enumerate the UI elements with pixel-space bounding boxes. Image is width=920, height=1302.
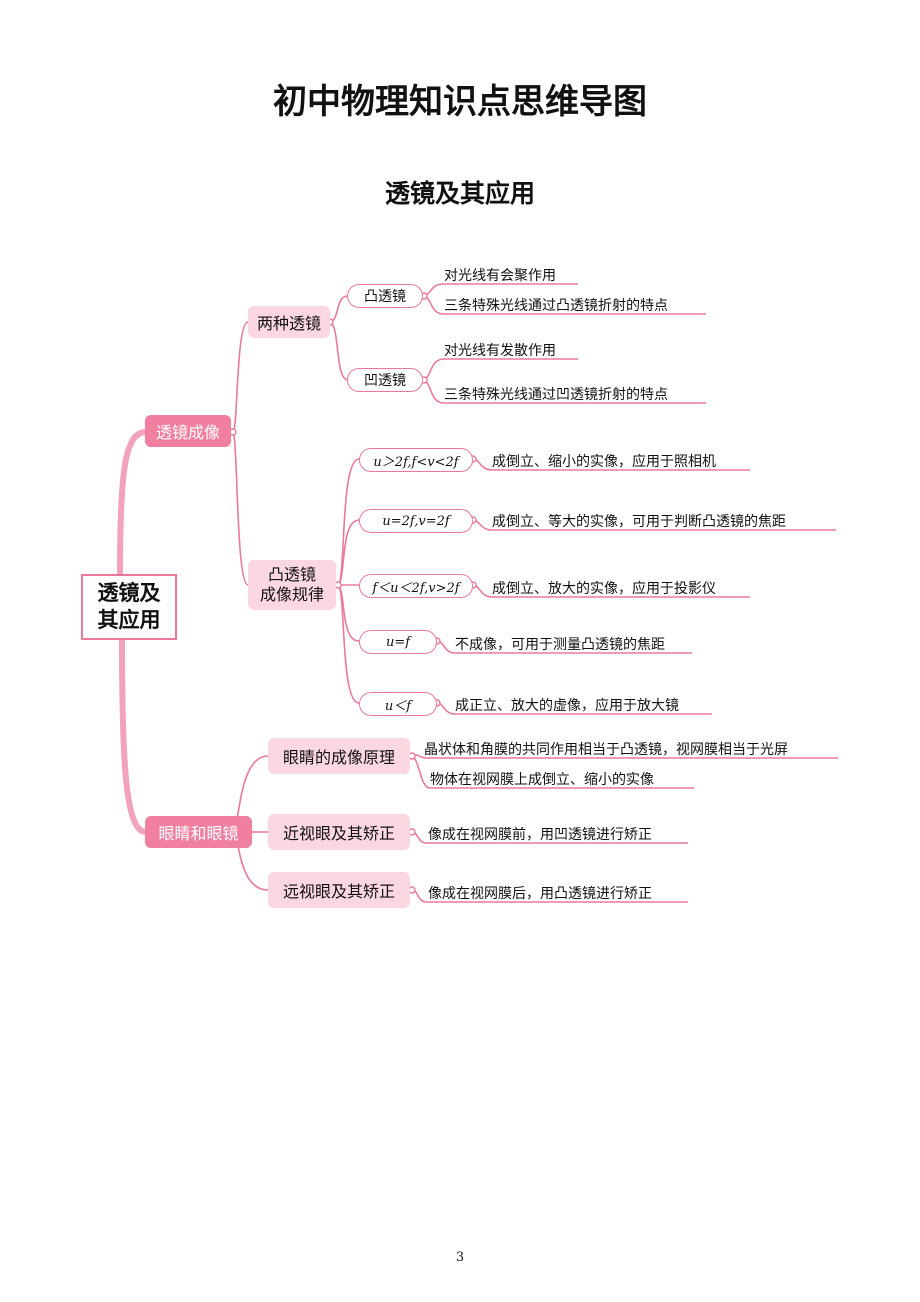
leaf-convex-rays: 三条特殊光线通过凸透镜折射的特点 xyxy=(444,298,668,314)
connector-rules-5 xyxy=(337,584,360,704)
leaf-hyperopia: 像成在视网膜后，用凸透镜进行矫正 xyxy=(428,886,652,902)
node-convex-rules: 凸透镜 成像规律 xyxy=(248,560,336,610)
leaf-convex-converge: 对光线有会聚作用 xyxy=(444,268,556,284)
section-title: 透镜及其应用 xyxy=(384,179,535,208)
connector-center-eyes xyxy=(119,635,147,835)
result-4: 不成像，可用于测量凸透镜的焦距 xyxy=(455,637,665,653)
cond-3: f＜u＜2f,v>2f xyxy=(359,574,473,598)
node-two-lenses: 两种透镜 xyxy=(248,306,330,338)
node-convex-lens: 凸透镜 xyxy=(347,284,423,308)
cond-2: u=2f,v=2f xyxy=(359,509,473,533)
result-3: 成倒立、放大的实像，应用于投影仪 xyxy=(492,581,716,597)
connector-two-convex xyxy=(329,295,349,323)
branch-eyes: 眼睛和眼镜 xyxy=(145,816,252,848)
cond-1: u＞2f,f<v<2f xyxy=(359,448,473,472)
node-eye-principle: 眼睛的成像原理 xyxy=(268,738,410,774)
node-concave-lens: 凹透镜 xyxy=(347,368,423,392)
connector-concave-leaf1 xyxy=(423,358,578,381)
center-line-2: 其应用 xyxy=(97,608,161,632)
center-line-1: 透镜及 xyxy=(97,581,161,605)
connector-imaging-two xyxy=(232,321,249,433)
rules-line-2: 成像规律 xyxy=(259,585,324,604)
connector-two-concave xyxy=(329,321,349,381)
node-myopia: 近视眼及其矫正 xyxy=(268,814,410,850)
result-5: 成正立、放大的虚像，应用于放大镜 xyxy=(455,698,679,714)
cond-5: u＜f xyxy=(359,692,437,716)
leaf-concave-rays: 三条特殊光线通过凹透镜折射的特点 xyxy=(444,387,668,403)
result-2: 成倒立、等大的实像，可用于判断凸透镜的焦距 xyxy=(492,514,786,530)
leaf-eye-lens: 晶状体和角膜的共同作用相当于凸透镜，视网膜相当于光屏 xyxy=(424,742,788,758)
node-hyperopia: 远视眼及其矫正 xyxy=(268,872,410,908)
connector-imaging-rules xyxy=(232,431,249,586)
leaf-concave-diverge: 对光线有发散作用 xyxy=(444,343,556,359)
page-number: 3 xyxy=(455,1250,465,1265)
connector-center-imaging xyxy=(117,429,147,575)
result-1: 成倒立、缩小的实像，应用于照相机 xyxy=(492,454,716,470)
branch-imaging: 透镜成像 xyxy=(145,415,231,447)
cond-4: u=f xyxy=(359,630,437,654)
rules-line-1: 凸透镜 xyxy=(267,565,316,584)
connector-rules-1 xyxy=(337,458,360,586)
leaf-eye-image: 物体在视网膜上成倒立、缩小的实像 xyxy=(430,772,654,788)
leaf-myopia: 像成在视网膜前，用凹透镜进行矫正 xyxy=(428,827,652,843)
connector-rules-2 xyxy=(337,519,360,586)
center-node: 透镜及 其应用 xyxy=(81,574,177,640)
page-title: 初中物理知识点思维导图 xyxy=(273,82,647,122)
